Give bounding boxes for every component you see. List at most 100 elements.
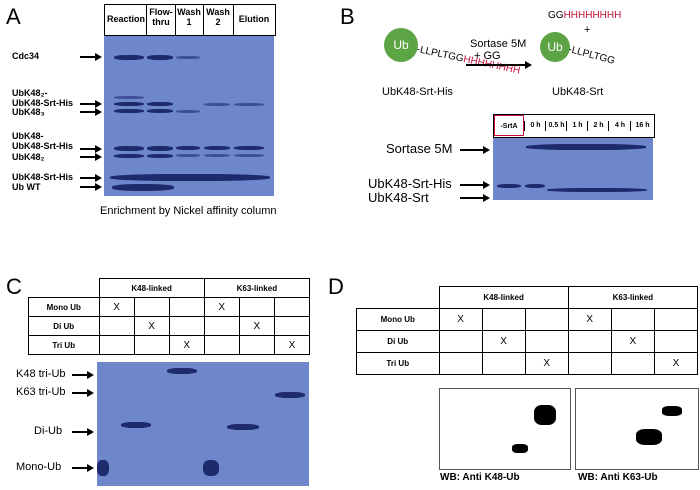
empty-cell	[98, 316, 135, 336]
mark-x: X	[524, 352, 569, 375]
lane-srta: -SrtA	[494, 115, 524, 136]
band	[497, 184, 521, 188]
right-cleaved-product: GGHHHHHHHH	[548, 10, 621, 21]
arrow	[80, 174, 102, 182]
empty-cell	[481, 308, 526, 331]
blot-band	[662, 406, 682, 416]
empty-cell	[203, 316, 240, 336]
seq-right: -LLPLTGG	[567, 44, 616, 67]
ub-label: Ub	[547, 40, 563, 54]
mark-x: X	[610, 330, 655, 353]
blot-band	[512, 444, 528, 453]
gg-label: GG	[548, 10, 564, 21]
divider	[203, 5, 204, 35]
mark-x: X	[168, 335, 205, 355]
band	[114, 55, 144, 60]
empty-cell	[438, 330, 483, 353]
label-mono-ub: Mono-Ub	[16, 461, 62, 473]
band	[121, 422, 151, 428]
band	[114, 102, 144, 106]
his-label: HHHHHHHH	[563, 10, 622, 21]
empty-cell	[438, 352, 483, 375]
panel-a-letter: A	[6, 4, 21, 29]
band	[167, 368, 197, 374]
blot-band	[534, 405, 556, 425]
row-di-ub: Di Ub	[356, 330, 440, 353]
empty-cell	[524, 330, 569, 353]
empty-cell	[610, 352, 655, 375]
lane-1h: 1 h	[566, 121, 588, 131]
band	[114, 96, 144, 99]
row-tri-ub: Tri Ub	[356, 352, 440, 375]
label-ubk48-2-srt-his: UbK48₂- UbK48-Srt-His	[12, 88, 74, 108]
band	[234, 103, 264, 106]
band	[526, 144, 646, 150]
wb-label-k48: WB: Anti K48-Ub	[440, 472, 520, 483]
empty-cell	[133, 335, 170, 355]
band	[114, 146, 144, 151]
row-mono-ub: Mono Ub	[356, 308, 440, 331]
panel-a-caption: Enrichment by Nickel affinity column	[100, 205, 277, 217]
lane-flowthru: Flow- thru	[149, 7, 173, 27]
divider	[146, 5, 147, 35]
label-ubk48-srt-his: UbK48-Srt-His	[368, 176, 452, 191]
label-k48-tri-ub: K48 tri-Ub	[16, 368, 66, 380]
lane-0h: 0 h	[524, 121, 546, 131]
label-ubk48-3: UbK48₃	[12, 107, 45, 117]
mark-x: X	[273, 335, 311, 355]
mark-x: X	[567, 308, 612, 331]
band	[204, 103, 230, 106]
empty-cell	[567, 330, 612, 353]
right-product-sequence: -LLPLTGG	[567, 44, 616, 67]
empty-cell	[481, 352, 526, 375]
band	[227, 424, 259, 430]
left-substrate-name: UbK48-Srt-His	[382, 86, 453, 98]
reaction-arrow	[466, 61, 532, 69]
band	[547, 188, 647, 192]
mark-x: X	[481, 330, 526, 353]
row-mono-ub: Mono Ub	[28, 297, 100, 317]
group-k48: K48-linked	[98, 278, 205, 298]
arrow	[460, 194, 490, 202]
band	[97, 460, 109, 476]
arrow	[460, 181, 490, 189]
enzyme-label: Sortase 5M	[470, 38, 527, 50]
divider	[175, 5, 176, 35]
band	[147, 109, 173, 113]
empty-cell	[238, 335, 275, 355]
band	[147, 55, 173, 60]
group-k63: K63-linked	[567, 286, 699, 309]
label-ubk48-2: UbK48₂	[12, 152, 45, 162]
seq-prefix: -LLPLTGG	[415, 44, 465, 65]
ub-circle-right: Ub	[540, 32, 570, 62]
divider	[233, 5, 234, 35]
panel-c-table: K48-linked K63-linked Mono Ub X X Di Ub …	[28, 278, 311, 355]
empty-cell	[524, 308, 569, 331]
empty-cell	[653, 330, 699, 353]
band	[176, 154, 200, 157]
group-k63: K63-linked	[203, 278, 311, 298]
arrow	[80, 183, 102, 191]
arrow	[80, 145, 102, 153]
mark-x: X	[203, 297, 240, 317]
lane-16h: 16 h	[630, 121, 654, 131]
label-ubk48-srt-his: UbK48-Srt-His	[12, 172, 74, 182]
lane-wash1: Wash 1	[177, 7, 201, 27]
lane-wash2: Wash 2	[206, 7, 230, 27]
band	[234, 154, 264, 157]
empty-cell	[133, 297, 170, 317]
lane-elution: Elution	[238, 14, 270, 24]
band	[176, 146, 200, 150]
label-ub-wt: Ub WT	[12, 182, 41, 192]
group-k48: K48-linked	[438, 286, 569, 309]
row-tri-ub: Tri Ub	[28, 335, 100, 355]
band	[147, 146, 173, 151]
empty-cell	[98, 335, 135, 355]
blank-cell	[357, 287, 440, 309]
empty-cell	[273, 316, 311, 336]
blot-band	[636, 429, 662, 445]
panel-b-letter: B	[340, 4, 355, 29]
arrow	[72, 371, 94, 379]
band	[234, 146, 264, 150]
band	[203, 460, 219, 476]
